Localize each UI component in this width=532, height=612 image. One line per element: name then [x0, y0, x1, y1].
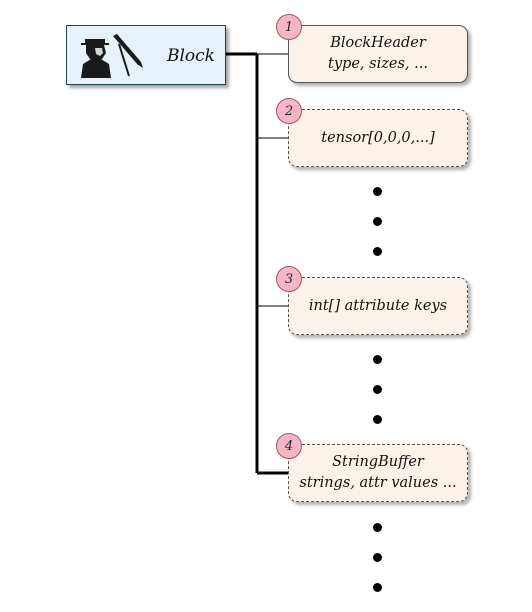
node-block-header: BlockHeader type, sizes, ... — [288, 25, 468, 83]
ellipsis-dot — [373, 187, 382, 196]
ellipsis-dot — [373, 553, 382, 562]
node-title: StringBuffer — [332, 454, 424, 470]
ellipsis-dot — [373, 217, 382, 226]
node-string-buffer: StringBuffer strings, attr values ... — [288, 444, 468, 502]
node-title: BlockHeader — [330, 35, 426, 51]
node-subtitle: type, sizes, ... — [328, 56, 428, 72]
badge-1: 1 — [276, 14, 302, 40]
node-tensor: tensor[0,0,0,...] — [288, 109, 468, 167]
badge-2: 2 — [276, 98, 302, 124]
badge-3: 3 — [276, 266, 302, 292]
person-with-pen-icon — [81, 34, 143, 78]
node-title: int[] attribute keys — [308, 297, 448, 314]
root-label: Block — [167, 46, 215, 66]
node-attribute-keys: int[] attribute keys — [288, 277, 468, 335]
ellipsis-dot — [373, 355, 382, 364]
ellipsis-dot — [373, 415, 382, 424]
badge-4: 4 — [276, 433, 302, 459]
ellipsis-dot — [373, 583, 382, 592]
ellipsis-dot — [373, 385, 382, 394]
ellipsis-dot — [373, 523, 382, 532]
node-subtitle: strings, attr values ... — [299, 475, 457, 491]
ellipsis-dot — [373, 247, 382, 256]
root-block: Block — [66, 25, 226, 85]
node-title: tensor[0,0,0,...] — [321, 129, 435, 146]
